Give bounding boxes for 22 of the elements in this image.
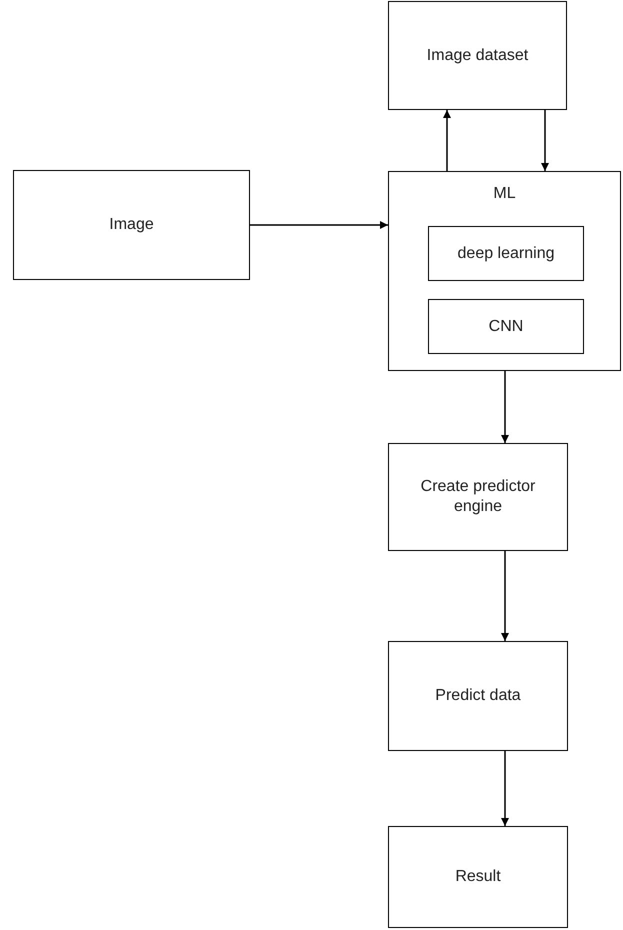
process-box (388, 641, 568, 751)
process-box (388, 171, 621, 371)
box-label: ML (492, 184, 517, 204)
process-box (428, 226, 584, 281)
arrow (250, 221, 388, 229)
box-label: deep learning (456, 244, 556, 264)
box-label: Result (454, 867, 502, 887)
box-label: Create predictor engine (420, 477, 536, 517)
process-box (428, 299, 584, 354)
arrow (443, 110, 451, 171)
arrow (501, 551, 509, 641)
process-box (388, 443, 568, 551)
arrow (501, 371, 509, 443)
arrow (501, 751, 509, 826)
box-label: Image (108, 215, 155, 235)
process-box (388, 826, 568, 928)
process-box (388, 1, 567, 110)
process-box (13, 170, 250, 280)
box-label: Image dataset (426, 46, 530, 66)
box-label: Predict data (434, 686, 522, 706)
box-label: CNN (488, 316, 524, 336)
arrow (541, 110, 549, 171)
